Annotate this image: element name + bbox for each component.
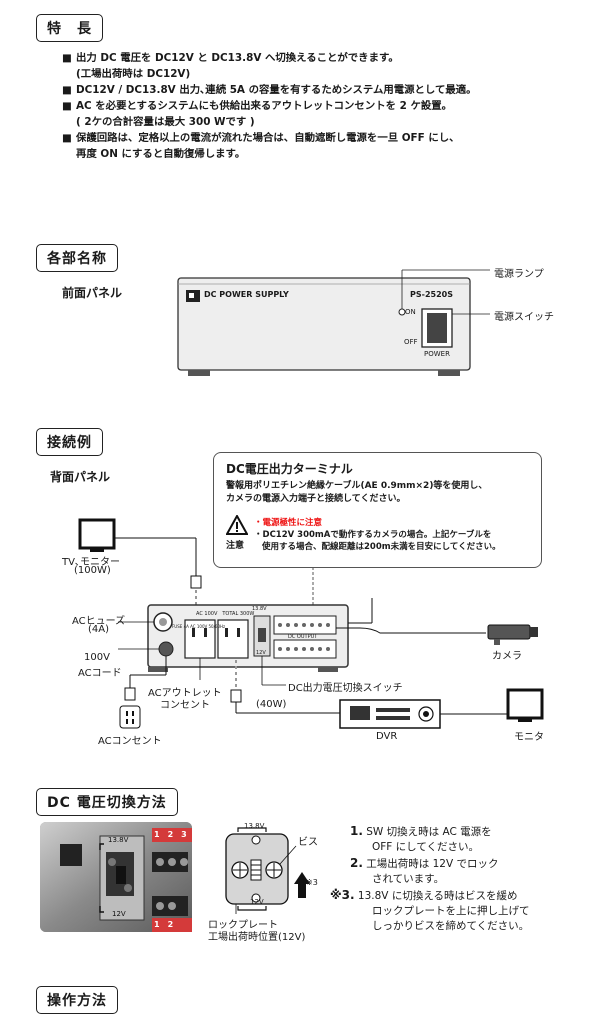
power-switch-label: 電源スイッチ	[494, 312, 554, 323]
feature-item-sub: 再度 ON にすると自動復帰します。	[76, 148, 246, 160]
connection-diagram	[78, 518, 544, 729]
caution-red: ・電源極性に注意	[254, 518, 323, 528]
front-panel-label: 前面パネル	[62, 286, 123, 300]
panel-text: DC OUTPUT	[288, 634, 318, 640]
lock-12-label: 12V	[250, 898, 264, 906]
photo-12-label: 12V	[112, 910, 126, 918]
feature-item-sub: ( 2ケの合計容量は最大 300 Wです )	[76, 116, 255, 128]
power-label: POWER	[424, 350, 450, 358]
factory-pos-label: 工場出荷時位置(12V)	[208, 932, 306, 943]
panel-text: FUSE 4A AC 100V 50/60Hz	[172, 624, 226, 629]
connection-title: 接続例	[36, 428, 103, 456]
terminal-note-box	[213, 452, 542, 568]
screw-label: ビス	[298, 837, 318, 848]
panel-voltage-138: 13.8V	[252, 606, 267, 612]
off-label: OFF	[404, 338, 418, 346]
note-line: カメラの電源入力端子と接続してください。	[226, 494, 406, 504]
fuse-label: ACヒューズ	[72, 616, 126, 627]
caution-line: 使用する場合、配線距離は200m未満を目安にしてください。	[262, 542, 501, 552]
switch-photo	[40, 822, 192, 932]
ac-socket-label: ACコンセント	[98, 736, 162, 747]
caution-label: 注意	[226, 541, 245, 551]
cord-label: ACコード	[78, 668, 122, 679]
photo-nums-bottom: 1 2	[154, 920, 174, 929]
front-panel-illustration	[177, 269, 490, 376]
features-list: ■出力 DC 電圧を DC12V と DC13.8V へ切換えることができます。…	[62, 50, 582, 162]
power-lamp-label: 電源ランプ	[494, 269, 544, 280]
model-label: PS-2520S	[410, 290, 453, 299]
feature-item: ■AC を必要とするシステムにも供給出来るアウトレットコンセントを 2 ケ設置。	[62, 100, 453, 112]
lock-plate-label: ロックプレート	[208, 920, 278, 931]
ref3-label: ※3	[306, 878, 318, 887]
warning-icon	[226, 515, 248, 535]
panel-text: AC 100V TOTAL 300W	[196, 611, 255, 617]
cord-volt: 100V	[84, 652, 110, 663]
lock-138-label: 13.8V	[244, 822, 265, 830]
feature-item: ■保護回路は、定格以上の電流が流れた場合は、自動遮断し電源を一旦 OFF にし、	[62, 132, 460, 144]
lock-plate-diagram	[225, 827, 310, 914]
caution-line: ・DC12V 300mAで動作するカメラの場合。上記ケーブルを	[254, 530, 492, 540]
parts-title: 各部名称	[36, 244, 118, 272]
switch-step: 1. SW 切換え時は AC 電源を OFF にしてください。	[350, 824, 492, 853]
panel-voltage-12: 12V	[256, 650, 266, 656]
tv-watt: (100W)	[74, 565, 111, 576]
note-title: DC電圧出力ターミナル	[226, 462, 353, 476]
note-line: 警報用ポリエチレン絶縁ケーブル(AE 0.9mm×2)等を使用し、	[226, 481, 488, 491]
dvr-label: DVR	[376, 731, 398, 742]
fuse-amp: (4A)	[88, 624, 110, 635]
feature-item-sub: (工場出荷時は DC12V)	[76, 68, 191, 80]
outlet-label-2: コンセント	[160, 700, 210, 711]
tv-label: TV､モニター	[62, 557, 120, 568]
switch-step: ※3. 13.8V に切換える時はビスを緩め ロックプレートを上に押し上げて し…	[330, 888, 530, 932]
photo-nums-top: 1 2 3	[154, 830, 187, 839]
rear-panel-label: 背面パネル	[50, 470, 111, 484]
switch-step: 2. 工場出荷時は 12V でロック されています。	[350, 856, 499, 885]
device-label: DC POWER SUPPLY	[204, 290, 289, 299]
feature-item: ■出力 DC 電圧を DC12V と DC13.8V へ切換えることができます。	[62, 52, 399, 64]
features-title: 特 長	[36, 14, 103, 42]
dc-switch-label: DC出力電圧切換スイッチ	[288, 683, 403, 694]
operation-title: 操作方法	[36, 986, 118, 1014]
monitor-label: モニタ	[514, 732, 544, 743]
photo-138-label: 13.8V	[108, 836, 129, 844]
switching-title: DC 電圧切換方法	[36, 788, 178, 816]
on-label: ON	[405, 308, 416, 316]
watt-40: (40W)	[256, 699, 287, 710]
outlet-label: ACアウトレット	[148, 688, 222, 699]
camera-label: カメラ	[492, 651, 522, 662]
feature-item: ■DC12V / DC13.8V 出力､連続 5A の容量を有するためシステム用…	[62, 84, 477, 96]
